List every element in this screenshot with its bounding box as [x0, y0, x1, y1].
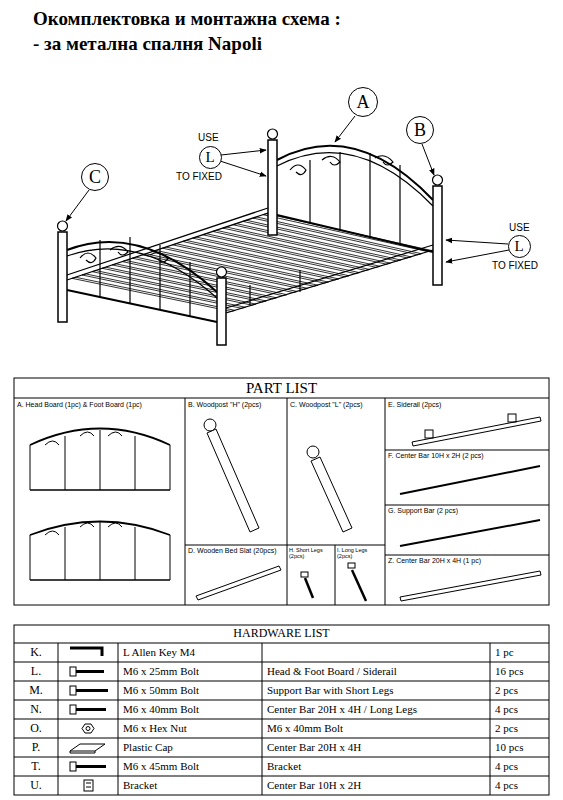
item-letter: L.	[14, 665, 58, 679]
item-letter: P.	[14, 741, 58, 755]
callout-circle: B	[406, 116, 434, 144]
hardware-name: M6 x Hex Nut	[123, 722, 259, 735]
hardware-qty: 4 pcs	[495, 703, 547, 716]
note-text: USE	[198, 132, 219, 144]
hardware-name: Bracket	[123, 779, 259, 792]
hardware-name: M6 x 45mm Bolt	[123, 760, 259, 773]
hardware-qty: 2 pcs	[495, 684, 547, 697]
callout-letter: B	[414, 121, 426, 139]
part-label: I. Long Legs (2pcs)	[337, 547, 383, 560]
hardware-qty: 4 pcs	[495, 779, 547, 792]
hardware-use: Head & Foot Board / Siderail	[267, 665, 487, 678]
callout-letter: L	[514, 239, 523, 254]
callout-letter: L	[205, 150, 214, 165]
part-label: E. Siderail (2pcs)	[388, 401, 546, 409]
hardware-qty: 1 pc	[495, 646, 547, 659]
hardware-use: Support Bar with Short Legs	[267, 684, 487, 697]
part-label: F. Center Bar 10H x 2H (2 pcs)	[388, 452, 546, 460]
part-label: C. Woodpost "L" (2pcs)	[290, 401, 382, 409]
hardware-use: Center Bar 10H x 2H	[267, 779, 487, 792]
hardware-qty: 16 pcs	[495, 665, 547, 678]
note-text: TO FIXED	[492, 260, 538, 272]
hardware-name: M6 x 40mm Bolt	[123, 703, 259, 716]
callout-circle: A	[348, 87, 378, 117]
table-heading: HARDWARE LIST	[14, 627, 549, 641]
hardware-use: Center Bar 20H x 4H / Long Legs	[267, 703, 487, 716]
part-label: A. Head Board (1pc) & Foot Board (1pc)	[17, 401, 182, 409]
item-letter: O.	[14, 722, 58, 736]
part-label: B. Woodpost "H" (2pcs)	[188, 401, 284, 409]
part-label: H. Short Legs (2pcs)	[289, 547, 333, 560]
item-letter: T.	[14, 760, 58, 774]
hardware-name: Plastic Cap	[123, 741, 259, 754]
callout-circle: L	[508, 235, 531, 258]
part-label: G. Support Bar (2 pcs)	[388, 507, 546, 515]
part-label: D. Wooden Bed Slat (20pcs)	[188, 547, 284, 555]
hardware-use: M6 x 40mm Bolt	[267, 722, 487, 735]
hardware-name: M6 x 50mm Bolt	[123, 684, 259, 697]
hardware-qty: 2 pcs	[495, 722, 547, 735]
hardware-use: Center Bar 20H x 4H	[267, 741, 487, 754]
hardware-name: M6 x 25mm Bolt	[123, 665, 259, 678]
note-text: TO FIXED	[176, 171, 222, 183]
callout-circle: L	[199, 146, 222, 169]
page-title: Окомплектовка и монтажна схема :	[33, 8, 341, 30]
hardware-use: Bracket	[267, 760, 487, 773]
callout-circle: C	[81, 163, 109, 191]
item-letter: U.	[14, 779, 58, 793]
hardware-qty: 4 pcs	[495, 760, 547, 773]
hardware-qty: 10 pcs	[495, 741, 547, 754]
hardware-name: L Allen Key M4	[123, 646, 259, 659]
item-letter: M.	[14, 684, 58, 698]
table-heading: PART LIST	[14, 380, 549, 397]
note-text: USE	[509, 222, 530, 234]
callout-letter: A	[357, 93, 370, 111]
callout-letter: C	[89, 168, 101, 186]
item-letter: K.	[14, 646, 58, 660]
item-letter: N.	[14, 703, 58, 717]
subtitle: - за метална спалня Napoli	[33, 33, 262, 55]
part-label: Z. Center Bar 20H x 4H (1 pc)	[388, 557, 546, 565]
